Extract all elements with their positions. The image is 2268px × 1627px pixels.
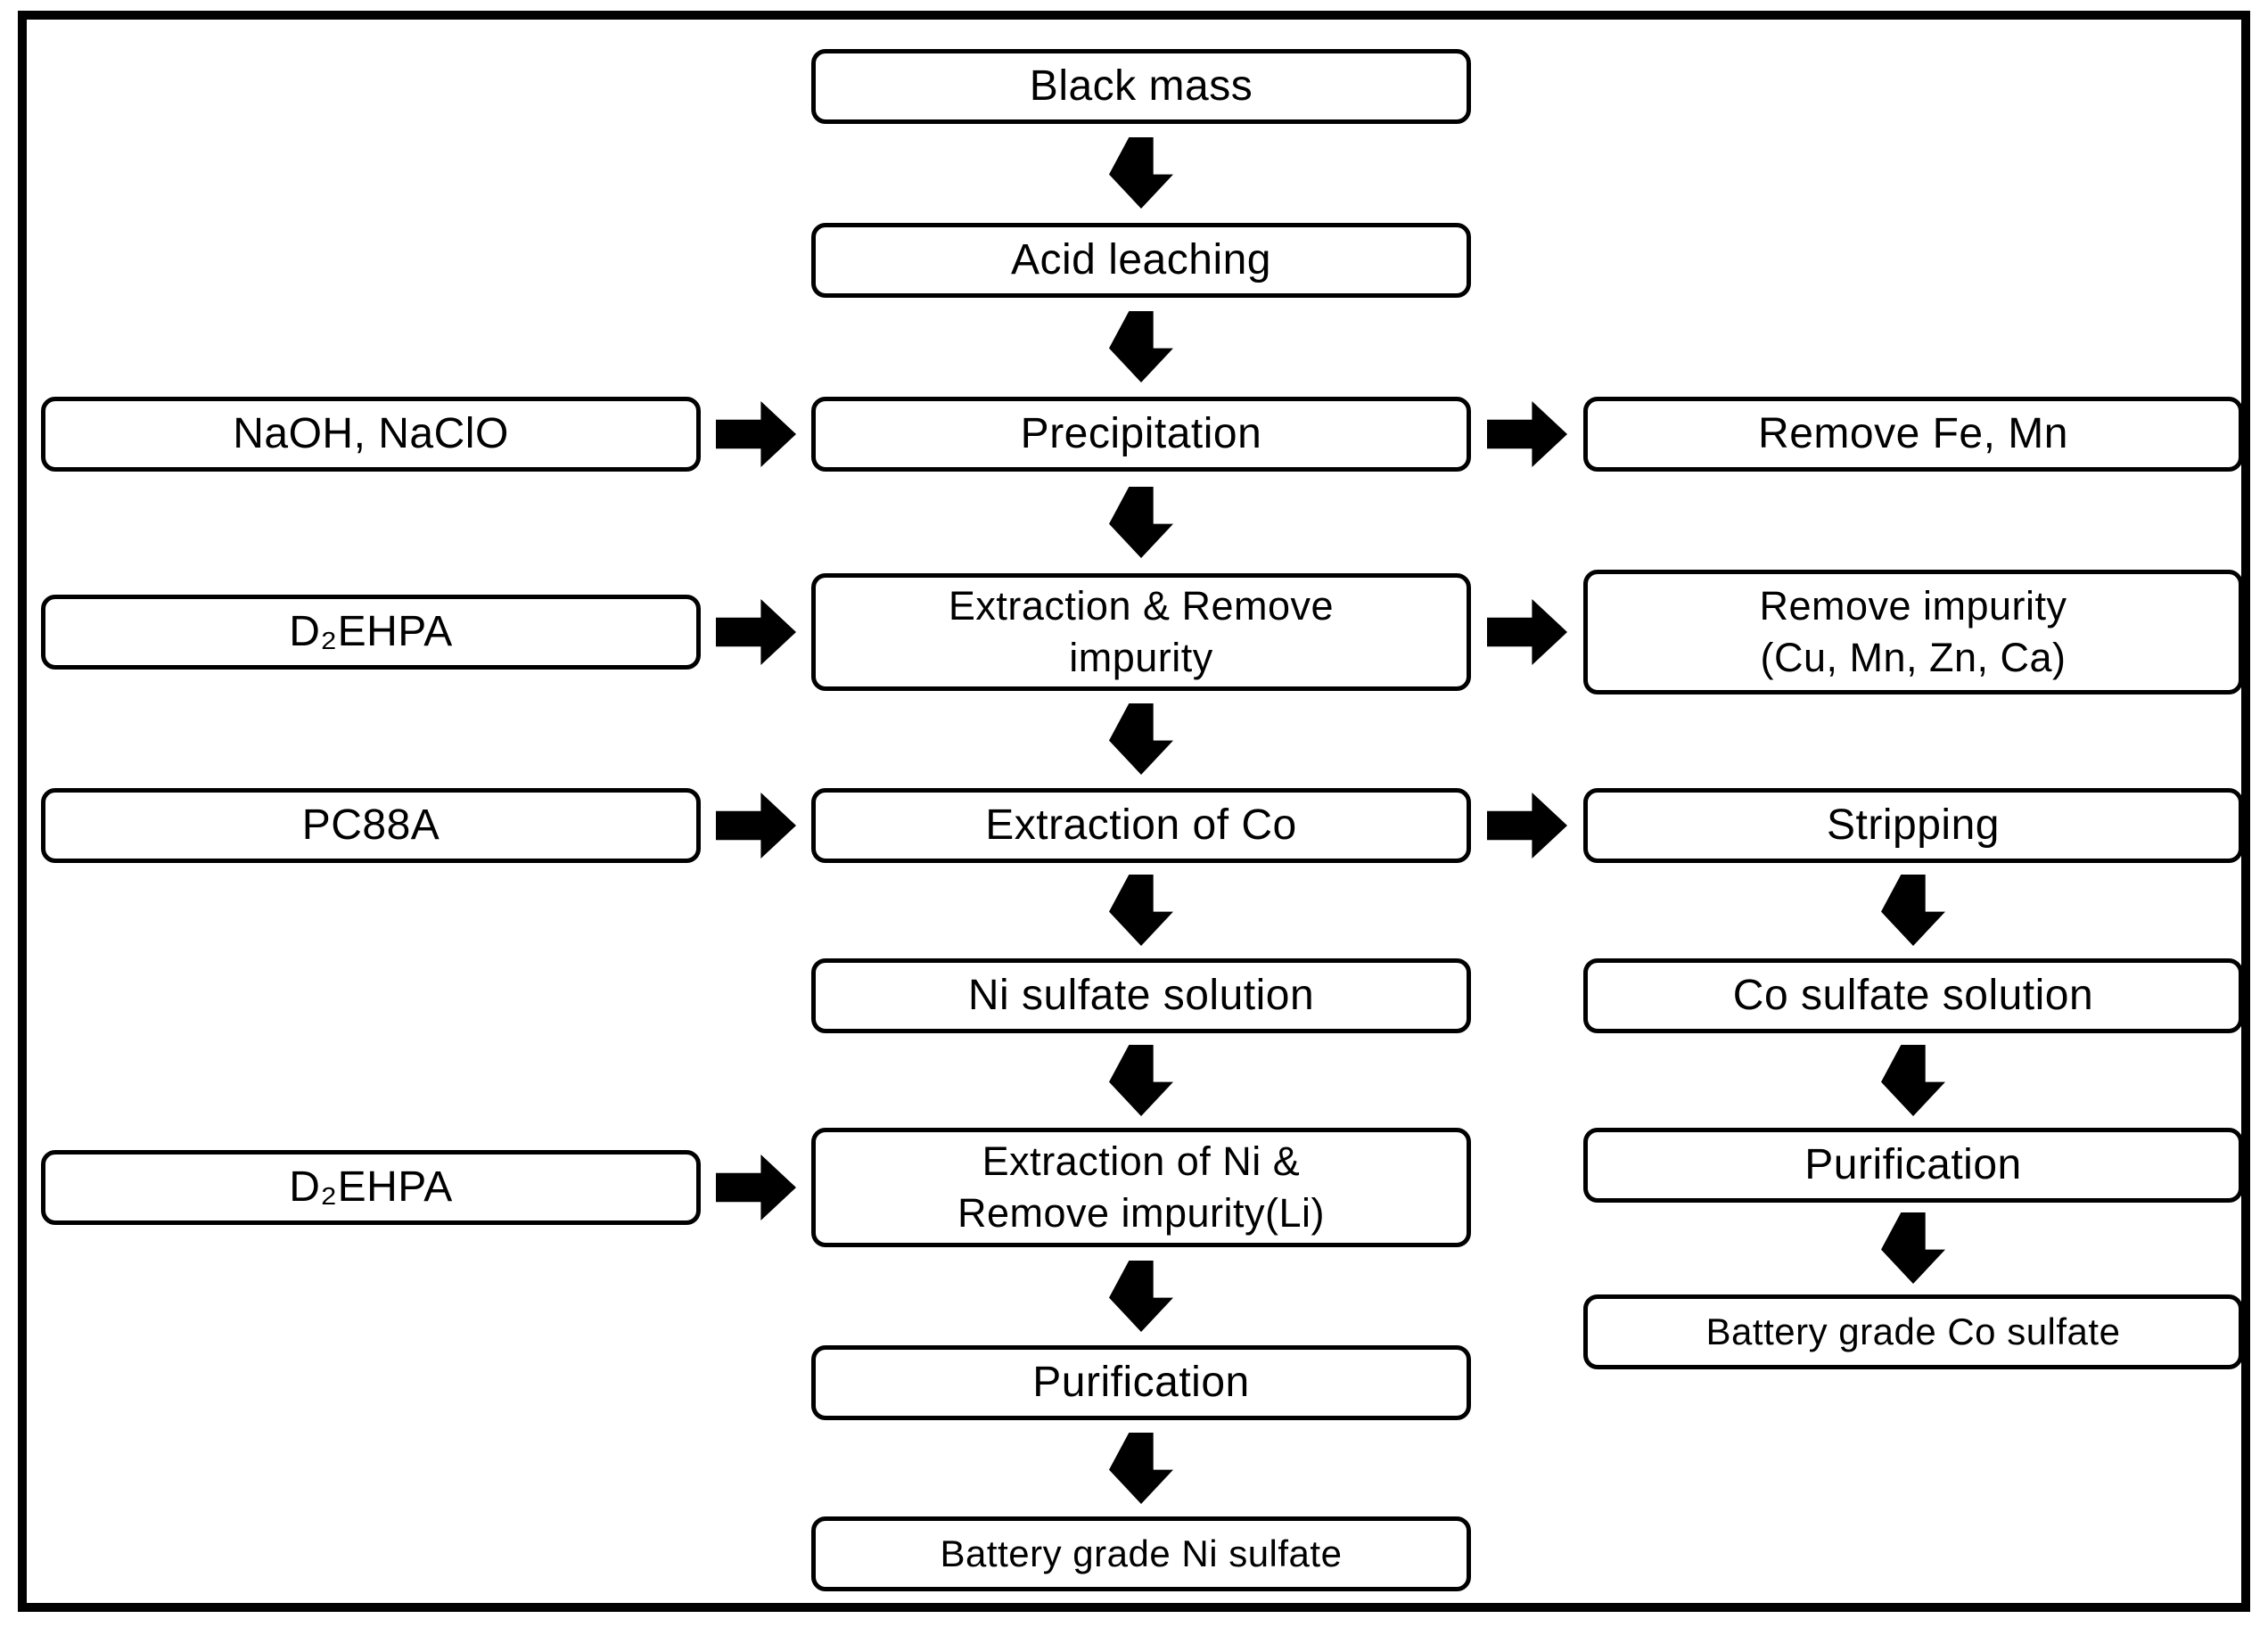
node-label: NaOH, NaClO (233, 409, 509, 457)
node-label-line1: Extraction of Ni & (982, 1138, 1301, 1184)
node-label: D₂EHPA (289, 607, 453, 655)
node-label: Co sulfate solution (1732, 971, 2094, 1019)
node-purification-co: Purification (1583, 1128, 2243, 1203)
node-d2ehpa-1: D₂EHPA (41, 595, 701, 670)
node-acid-leaching: Acid leaching (811, 223, 1471, 298)
node-label: Remove Fe, Mn (1758, 409, 2068, 457)
node-label-line2: impurity (1069, 635, 1213, 680)
node-label: Precipitation (1020, 409, 1262, 457)
node-black-mass: Black mass (811, 49, 1471, 124)
node-label-line2: (Cu, Mn, Zn, Ca) (1760, 635, 2067, 680)
node-co-sulfate-solution: Co sulfate solution (1583, 958, 2243, 1033)
node-naoh-naclo: NaOH, NaClO (41, 397, 701, 472)
node-precipitation: Precipitation (811, 397, 1471, 472)
node-label: D₂EHPA (289, 1163, 453, 1211)
node-label: Battery grade Ni sulfate (940, 1532, 1343, 1574)
node-label: Black mass (1029, 62, 1253, 110)
node-extraction-of-co: Extraction of Co (811, 788, 1471, 863)
node-extraction-of-ni: Extraction of Ni & Remove impurity(Li) (811, 1128, 1471, 1247)
node-extraction-remove-impurity: Extraction & Remove impurity (811, 573, 1471, 691)
node-d2ehpa-2: D₂EHPA (41, 1150, 701, 1225)
node-pc88a: PC88A (41, 788, 701, 863)
node-label: PC88A (301, 801, 440, 849)
node-label-line2: Remove impurity(Li) (957, 1190, 1326, 1236)
node-label-line1: Remove impurity (1759, 582, 2067, 629)
node-label: Purification (1804, 1140, 2022, 1188)
node-label: Purification (1032, 1358, 1250, 1406)
node-label: Acid leaching (1010, 235, 1271, 283)
node-battery-grade-ni-sulfate: Battery grade Ni sulfate (811, 1516, 1471, 1591)
node-stripping: Stripping (1583, 788, 2243, 863)
node-purification-ni: Purification (811, 1345, 1471, 1420)
node-label: Extraction of Co (985, 801, 1297, 849)
outer-border (18, 11, 2250, 1612)
node-ni-sulfate-solution: Ni sulfate solution (811, 958, 1471, 1033)
node-label: Battery grade Co sulfate (1705, 1310, 2121, 1352)
node-label: Ni sulfate solution (967, 971, 1315, 1019)
node-remove-impurity-cu-mn-zn-ca: Remove impurity (Cu, Mn, Zn, Ca) (1583, 570, 2243, 694)
node-label-line1: Extraction & Remove (948, 582, 1335, 629)
node-label: Stripping (1827, 801, 2000, 849)
node-battery-grade-co-sulfate: Battery grade Co sulfate (1583, 1294, 2243, 1369)
node-remove-fe-mn: Remove Fe, Mn (1583, 397, 2243, 472)
